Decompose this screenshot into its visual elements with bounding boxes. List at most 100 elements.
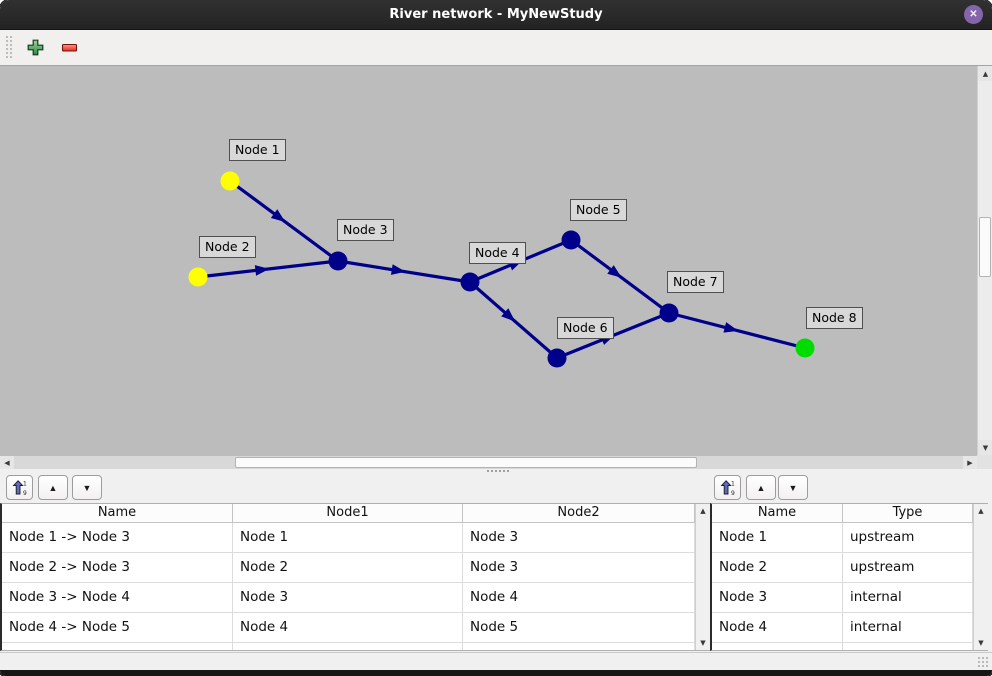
nodes-table-scrollbar[interactable]: ▲ ▼ — [973, 504, 988, 650]
move-up-icon: ▲ — [48, 482, 58, 493]
table-cell[interactable]: upstream — [843, 553, 973, 583]
node-label[interactable]: Node 2 — [199, 236, 256, 258]
table-cell[interactable]: upstream — [843, 523, 973, 553]
graph-node[interactable] — [188, 267, 208, 287]
table-cell[interactable]: Node 1 — [712, 523, 843, 553]
nodes-move-up-button[interactable]: ▲ — [746, 475, 776, 500]
scroll-right-arrow[interactable]: ▶ — [963, 456, 977, 469]
nodes-move-down-button[interactable]: ▼ — [778, 475, 808, 500]
graph-node[interactable] — [659, 303, 679, 323]
move-down-icon: ▼ — [82, 482, 92, 493]
table-cell[interactable]: Node 2 — [233, 553, 463, 583]
table-cell[interactable]: Node 3 — [463, 553, 695, 583]
table-cell — [2, 643, 233, 650]
table-cell[interactable]: Node 1 — [233, 523, 463, 553]
scroll-left-arrow[interactable]: ◀ — [0, 456, 14, 469]
window-title: River network - MyNewStudy — [389, 7, 603, 22]
table-cell — [463, 643, 695, 650]
column-header[interactable]: Node2 — [463, 504, 695, 523]
close-button[interactable]: ✕ — [964, 5, 983, 24]
sort-ascending-icon: 1 9 — [12, 480, 27, 496]
edge-arrowhead — [501, 308, 516, 322]
node-label[interactable]: Node 7 — [667, 271, 724, 293]
links-move-up-button[interactable]: ▲ — [38, 475, 68, 500]
empty-row — [2, 643, 695, 650]
canvas-horizontal-scrollbar[interactable]: ◀ ▶ — [0, 455, 977, 469]
scroll-up-arrow[interactable]: ▲ — [696, 504, 710, 518]
empty-row — [712, 643, 973, 650]
nodes-sort-button[interactable]: 1 9 — [714, 475, 741, 500]
table-cell[interactable]: internal — [843, 583, 973, 613]
table-cell — [712, 643, 843, 650]
network-canvas[interactable]: Node 1 Node 2 Node 3 Node 4 Node 5 Node 6 Node… — [0, 66, 977, 455]
close-icon: ✕ — [969, 8, 978, 20]
graph-node[interactable] — [547, 348, 567, 368]
table-cell[interactable]: Node 4 -> Node 5 — [2, 613, 233, 643]
table-cell[interactable]: Node 4 — [712, 613, 843, 643]
svg-text:1: 1 — [731, 480, 735, 487]
remove-node-button[interactable] — [56, 35, 82, 61]
table-cell[interactable]: Node 4 — [463, 583, 695, 613]
vertical-scroll-thumb[interactable] — [979, 217, 991, 277]
table-cell[interactable]: Node 3 — [233, 583, 463, 613]
links-move-down-button[interactable]: ▼ — [72, 475, 102, 500]
table-cell — [233, 643, 463, 650]
table-cell[interactable]: Node 4 — [233, 613, 463, 643]
scroll-up-arrow[interactable]: ▲ — [978, 66, 992, 81]
scroll-down-arrow[interactable]: ▼ — [974, 636, 988, 650]
node-label[interactable]: Node 5 — [570, 199, 627, 221]
links-table-scrollbar[interactable]: ▲ ▼ — [695, 504, 710, 650]
scroll-up-arrow[interactable]: ▲ — [974, 504, 988, 518]
column-header[interactable]: Type — [843, 504, 973, 523]
table-cell[interactable]: Node 3 -> Node 4 — [2, 583, 233, 613]
node-label[interactable]: Node 1 — [229, 139, 286, 161]
table-cell[interactable]: Node 1 -> Node 3 — [2, 523, 233, 553]
horizontal-scroll-thumb[interactable] — [235, 457, 697, 468]
node-label[interactable]: Node 3 — [337, 219, 394, 241]
table-cell[interactable]: internal — [843, 613, 973, 643]
svg-text:9: 9 — [23, 490, 27, 496]
table-cell[interactable]: Node 3 — [712, 583, 843, 613]
node-label[interactable]: Node 8 — [806, 307, 863, 329]
graph-node[interactable] — [220, 171, 240, 191]
graph-node[interactable] — [460, 272, 480, 292]
links-sort-button[interactable]: 1 9 — [6, 475, 33, 500]
column-header[interactable]: Name — [2, 504, 233, 523]
scroll-down-arrow[interactable]: ▼ — [696, 636, 710, 650]
toolbar-grip-handle[interactable] — [5, 35, 13, 60]
table-cell[interactable]: Node 5 — [463, 613, 695, 643]
titlebar[interactable]: River network - MyNewStudy ✕ — [0, 0, 992, 30]
table-cell[interactable]: Node 2 -> Node 3 — [2, 553, 233, 583]
scroll-down-arrow[interactable]: ▼ — [978, 440, 992, 455]
canvas-vertical-scrollbar[interactable]: ▲ ▼ — [977, 66, 992, 455]
column-header[interactable]: Node1 — [233, 504, 463, 523]
svg-text:9: 9 — [731, 490, 735, 496]
graph-node[interactable] — [561, 230, 581, 250]
edge-arrowhead — [607, 265, 622, 278]
main-toolbar — [0, 30, 992, 66]
graph-node[interactable] — [795, 338, 815, 358]
column-header[interactable]: Name — [712, 504, 843, 523]
resize-grip[interactable] — [977, 656, 989, 668]
node-label[interactable]: Node 4 — [469, 242, 526, 264]
node-label[interactable]: Node 6 — [557, 317, 614, 339]
graph-node[interactable] — [328, 251, 348, 271]
svg-text:1: 1 — [23, 480, 27, 487]
table-cell[interactable]: Node 2 — [712, 553, 843, 583]
splitter-handle[interactable] — [486, 469, 510, 473]
add-node-button[interactable] — [22, 35, 48, 61]
table-cell[interactable]: Node 3 — [463, 523, 695, 553]
